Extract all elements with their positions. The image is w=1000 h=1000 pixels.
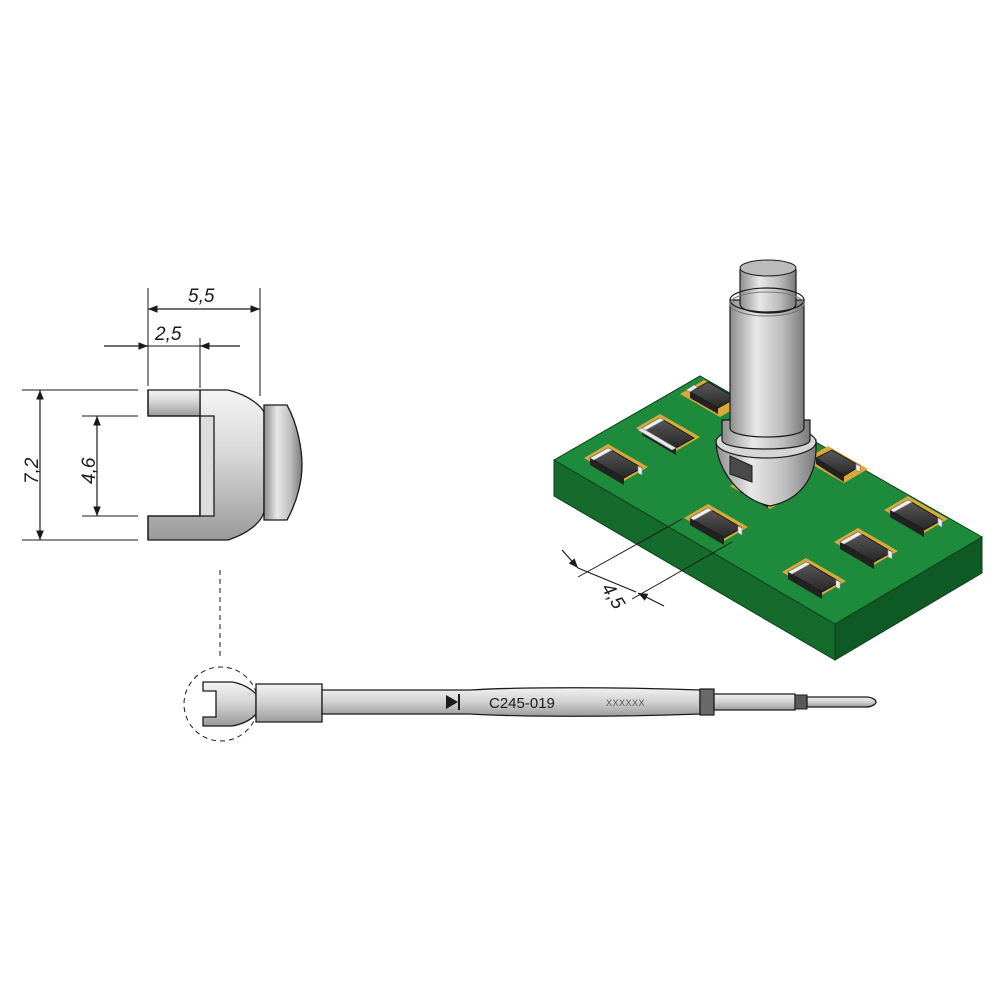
dim-label-4-6: 4,6 (79, 457, 100, 484)
smd-component (584, 444, 648, 485)
smd-component (636, 414, 700, 455)
dim-label-4-5: 4,5 (597, 580, 629, 614)
dimension-width-slot: 2,5 (104, 324, 240, 388)
smd-component (834, 528, 898, 569)
dimension-height-total: 7,2 (22, 389, 138, 541)
tip-fork (147, 389, 201, 417)
serial-number: XXXXXX (606, 698, 645, 708)
pcb-illustration: 4,5 (553, 259, 983, 661)
tip-collar (263, 404, 303, 521)
dimension-width-total: 5,5 (147, 286, 261, 396)
part-number: C245-019 (489, 695, 555, 712)
smd-component (884, 496, 948, 537)
diode-icon (446, 694, 460, 710)
dim-label-7-2: 7,2 (22, 457, 43, 484)
smd-component (782, 558, 846, 599)
smd-component (684, 504, 748, 545)
tip-full-view: C245-019 XXXXXX (183, 666, 877, 742)
tip-fork-inner (199, 415, 215, 517)
smd-component (804, 446, 868, 483)
dim-label-2-5: 2,5 (154, 324, 182, 345)
dim-label-5-5: 5,5 (188, 286, 215, 307)
dimension-height-slot: 4,6 (79, 415, 138, 517)
tip-shaft-vertical (729, 299, 805, 438)
tip-on-pcb (715, 259, 817, 507)
tip-band (699, 688, 715, 716)
tip-side-view (147, 389, 303, 541)
